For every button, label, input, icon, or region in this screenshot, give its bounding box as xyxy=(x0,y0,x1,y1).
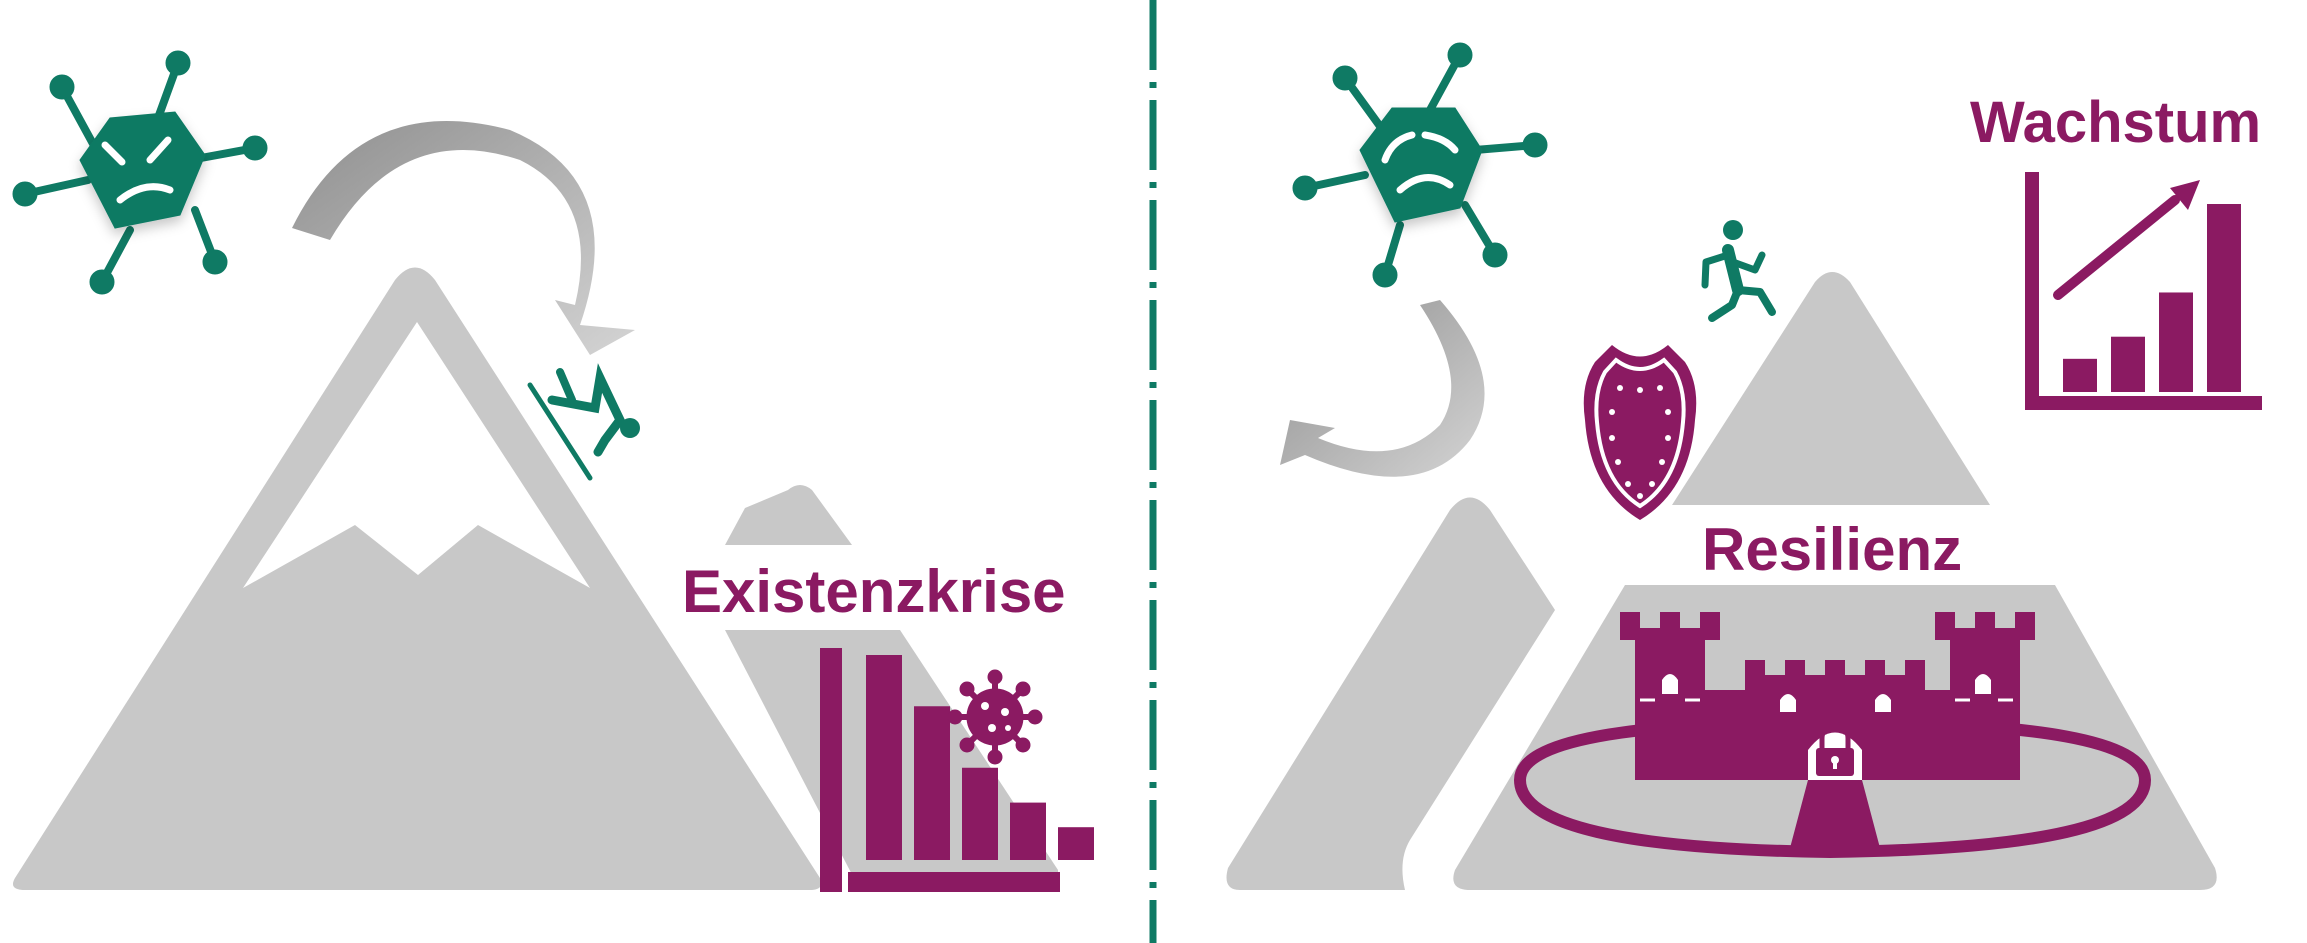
coronavirus-icon xyxy=(947,669,1043,765)
right-peak-mountain xyxy=(1672,272,1990,505)
left-scene: Existenzkrise xyxy=(12,50,1094,892)
growth-bar-4 xyxy=(2207,204,2241,392)
decline-bar-1 xyxy=(866,655,902,860)
decline-bar-2 xyxy=(914,706,950,860)
growth-bar-1 xyxy=(2063,358,2097,392)
shield-icon xyxy=(1583,345,1697,520)
large-mountain xyxy=(12,267,822,890)
chart-growth xyxy=(2025,172,2262,410)
padlock-icon xyxy=(1816,722,1854,776)
label-existenzkrise: Existenzkrise xyxy=(682,558,1066,625)
virus-icon-right xyxy=(1292,42,1548,288)
label-resilienz: Resilienz xyxy=(1702,516,1962,583)
decline-bars xyxy=(866,655,1094,860)
growth-trend-arrow xyxy=(2053,180,2200,300)
right-left-mountain xyxy=(1226,497,1555,890)
decline-bar-3 xyxy=(962,767,998,860)
small-mountain xyxy=(725,485,852,545)
growth-bar-2 xyxy=(2111,336,2145,392)
skier-icon xyxy=(527,363,640,481)
growth-bar-3 xyxy=(2159,292,2193,392)
decline-bar-5 xyxy=(1058,827,1094,860)
growth-bars xyxy=(2063,204,2241,392)
decline-bar-4 xyxy=(1010,802,1046,860)
virus-icon-left xyxy=(12,50,268,295)
right-scene: Resilienz xyxy=(1226,42,2262,890)
castle-ring-front xyxy=(1514,779,2151,859)
label-wachstum: Wachstum xyxy=(1970,90,2261,155)
castle-icon xyxy=(1514,612,2151,859)
runner-icon xyxy=(1701,220,1776,322)
bounce-arrow xyxy=(1280,300,1485,477)
chart-decline xyxy=(820,648,1094,892)
mountain-snowcap xyxy=(243,322,590,588)
falling-arrow xyxy=(292,121,635,356)
